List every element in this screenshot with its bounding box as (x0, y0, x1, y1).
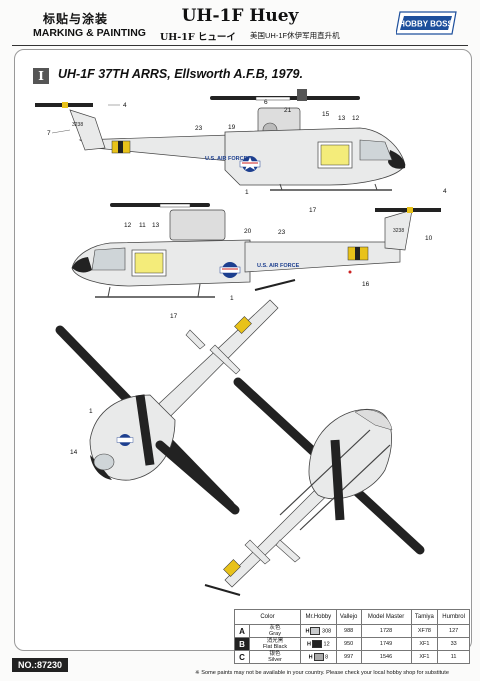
modelmaster-code: 1749 (360, 637, 412, 651)
header-title-cn: 标贴与涂装 (43, 12, 109, 26)
svg-text:17: 17 (170, 313, 178, 320)
svg-text:1: 1 (89, 408, 93, 415)
svg-text:23: 23 (278, 229, 286, 236)
svg-text:4: 4 (443, 188, 447, 195)
svg-text:6: 6 (264, 99, 268, 106)
svg-text:23: 23 (195, 125, 203, 132)
humbrol-code: 127 (437, 624, 470, 638)
modelmaster-code: 1546 (360, 650, 412, 664)
header-modelmaster: Model Master (360, 609, 412, 625)
footnote: ※ Some paints may not be available in yo… (195, 670, 449, 676)
brand-text: HOBBY BOSS (399, 20, 453, 29)
svg-text:7: 7 (47, 130, 51, 137)
svg-text:13: 13 (338, 115, 346, 122)
header-divider (12, 45, 468, 46)
modelmaster-code: 1728 (360, 624, 412, 638)
model-title: UH-1F Huey (181, 6, 299, 26)
paint-key: B (234, 637, 250, 651)
humbrol-code: 11 (437, 650, 470, 664)
fuselage-text-1: U.S. AIR FORCE (205, 156, 248, 162)
section-title: UH-1F 37TH ARRS, Ellsworth A.F.B, 1979. (58, 67, 303, 81)
svg-text:14: 14 (70, 449, 78, 456)
callouts-side2: 12 11 13 20 23 4 10 16 1 17 (124, 188, 447, 320)
vallejo-code: 988 (335, 624, 362, 638)
tamiya-code: XF1 (410, 650, 439, 664)
tamiya-code: XF78 (410, 624, 439, 638)
header-vallejo: Vallejo (335, 609, 362, 625)
svg-text:4: 4 (123, 102, 127, 109)
side-view-left: U.S. AIR FORCE 3238 12 11 13 20 23 4 10 … (71, 188, 447, 320)
tamiya-code: XF1 (410, 637, 439, 651)
mrhobby-code: H 8 (300, 650, 337, 664)
header-mrhobby: Mr.Hobby (300, 609, 337, 625)
svg-text:13: 13 (152, 222, 160, 229)
paint-key: A (234, 624, 250, 638)
model-number: NO.:87230 (12, 658, 68, 672)
paint-key: C (234, 650, 250, 664)
header-tamiya: Tamiya (410, 609, 439, 625)
header-humbrol: Humbrol (437, 609, 470, 625)
tail-number-2: 3238 (393, 228, 404, 234)
model-subtitle-cn: 美国UH-1F休伊军用直升机 (250, 31, 340, 40)
bottom-view (204, 377, 425, 596)
model-subtitle-jp: UH-1F ヒューイ (160, 32, 236, 43)
svg-text:20: 20 (244, 228, 252, 235)
svg-text:17: 17 (309, 207, 317, 214)
svg-text:1: 1 (230, 295, 234, 302)
top-view: 1 14 (55, 279, 296, 515)
svg-text:11: 11 (139, 222, 146, 229)
paint-table: Color Mr.Hobby Vallejo Model Master Tami… (234, 609, 470, 664)
callouts-top: 1 14 (70, 408, 93, 456)
humbrol-code: 33 (437, 637, 470, 651)
svg-text:12: 12 (124, 222, 132, 229)
svg-text:21: 21 (284, 107, 292, 114)
svg-text:10: 10 (425, 235, 433, 242)
tail-number-1: 3238 (72, 122, 83, 128)
mrhobby-code: H 12 (300, 637, 337, 651)
hobbyboss-logo: HOBBY BOSS (396, 11, 457, 35)
svg-text:1: 1 (245, 189, 249, 196)
svg-text:19: 19 (228, 124, 236, 131)
callouts-side1: 4 6 21 15 13 12 7 23 19 1 17 (47, 99, 360, 214)
header-title-en: MARKING & PAINTING (33, 27, 146, 39)
svg-text:12: 12 (352, 115, 360, 122)
vallejo-code: 997 (335, 650, 362, 664)
header-color: Color (234, 609, 301, 625)
fuselage-text-2: U.S. AIR FORCE (257, 263, 300, 269)
section-badge: I (33, 68, 49, 84)
svg-text:15: 15 (322, 111, 330, 118)
vallejo-code: 950 (335, 637, 362, 651)
svg-text:16: 16 (362, 281, 370, 288)
mrhobby-code: H 308 (300, 624, 337, 638)
side-view-right: U.S. AIR FORCE 3238 4 6 21 15 13 12 7 23… (35, 89, 406, 214)
